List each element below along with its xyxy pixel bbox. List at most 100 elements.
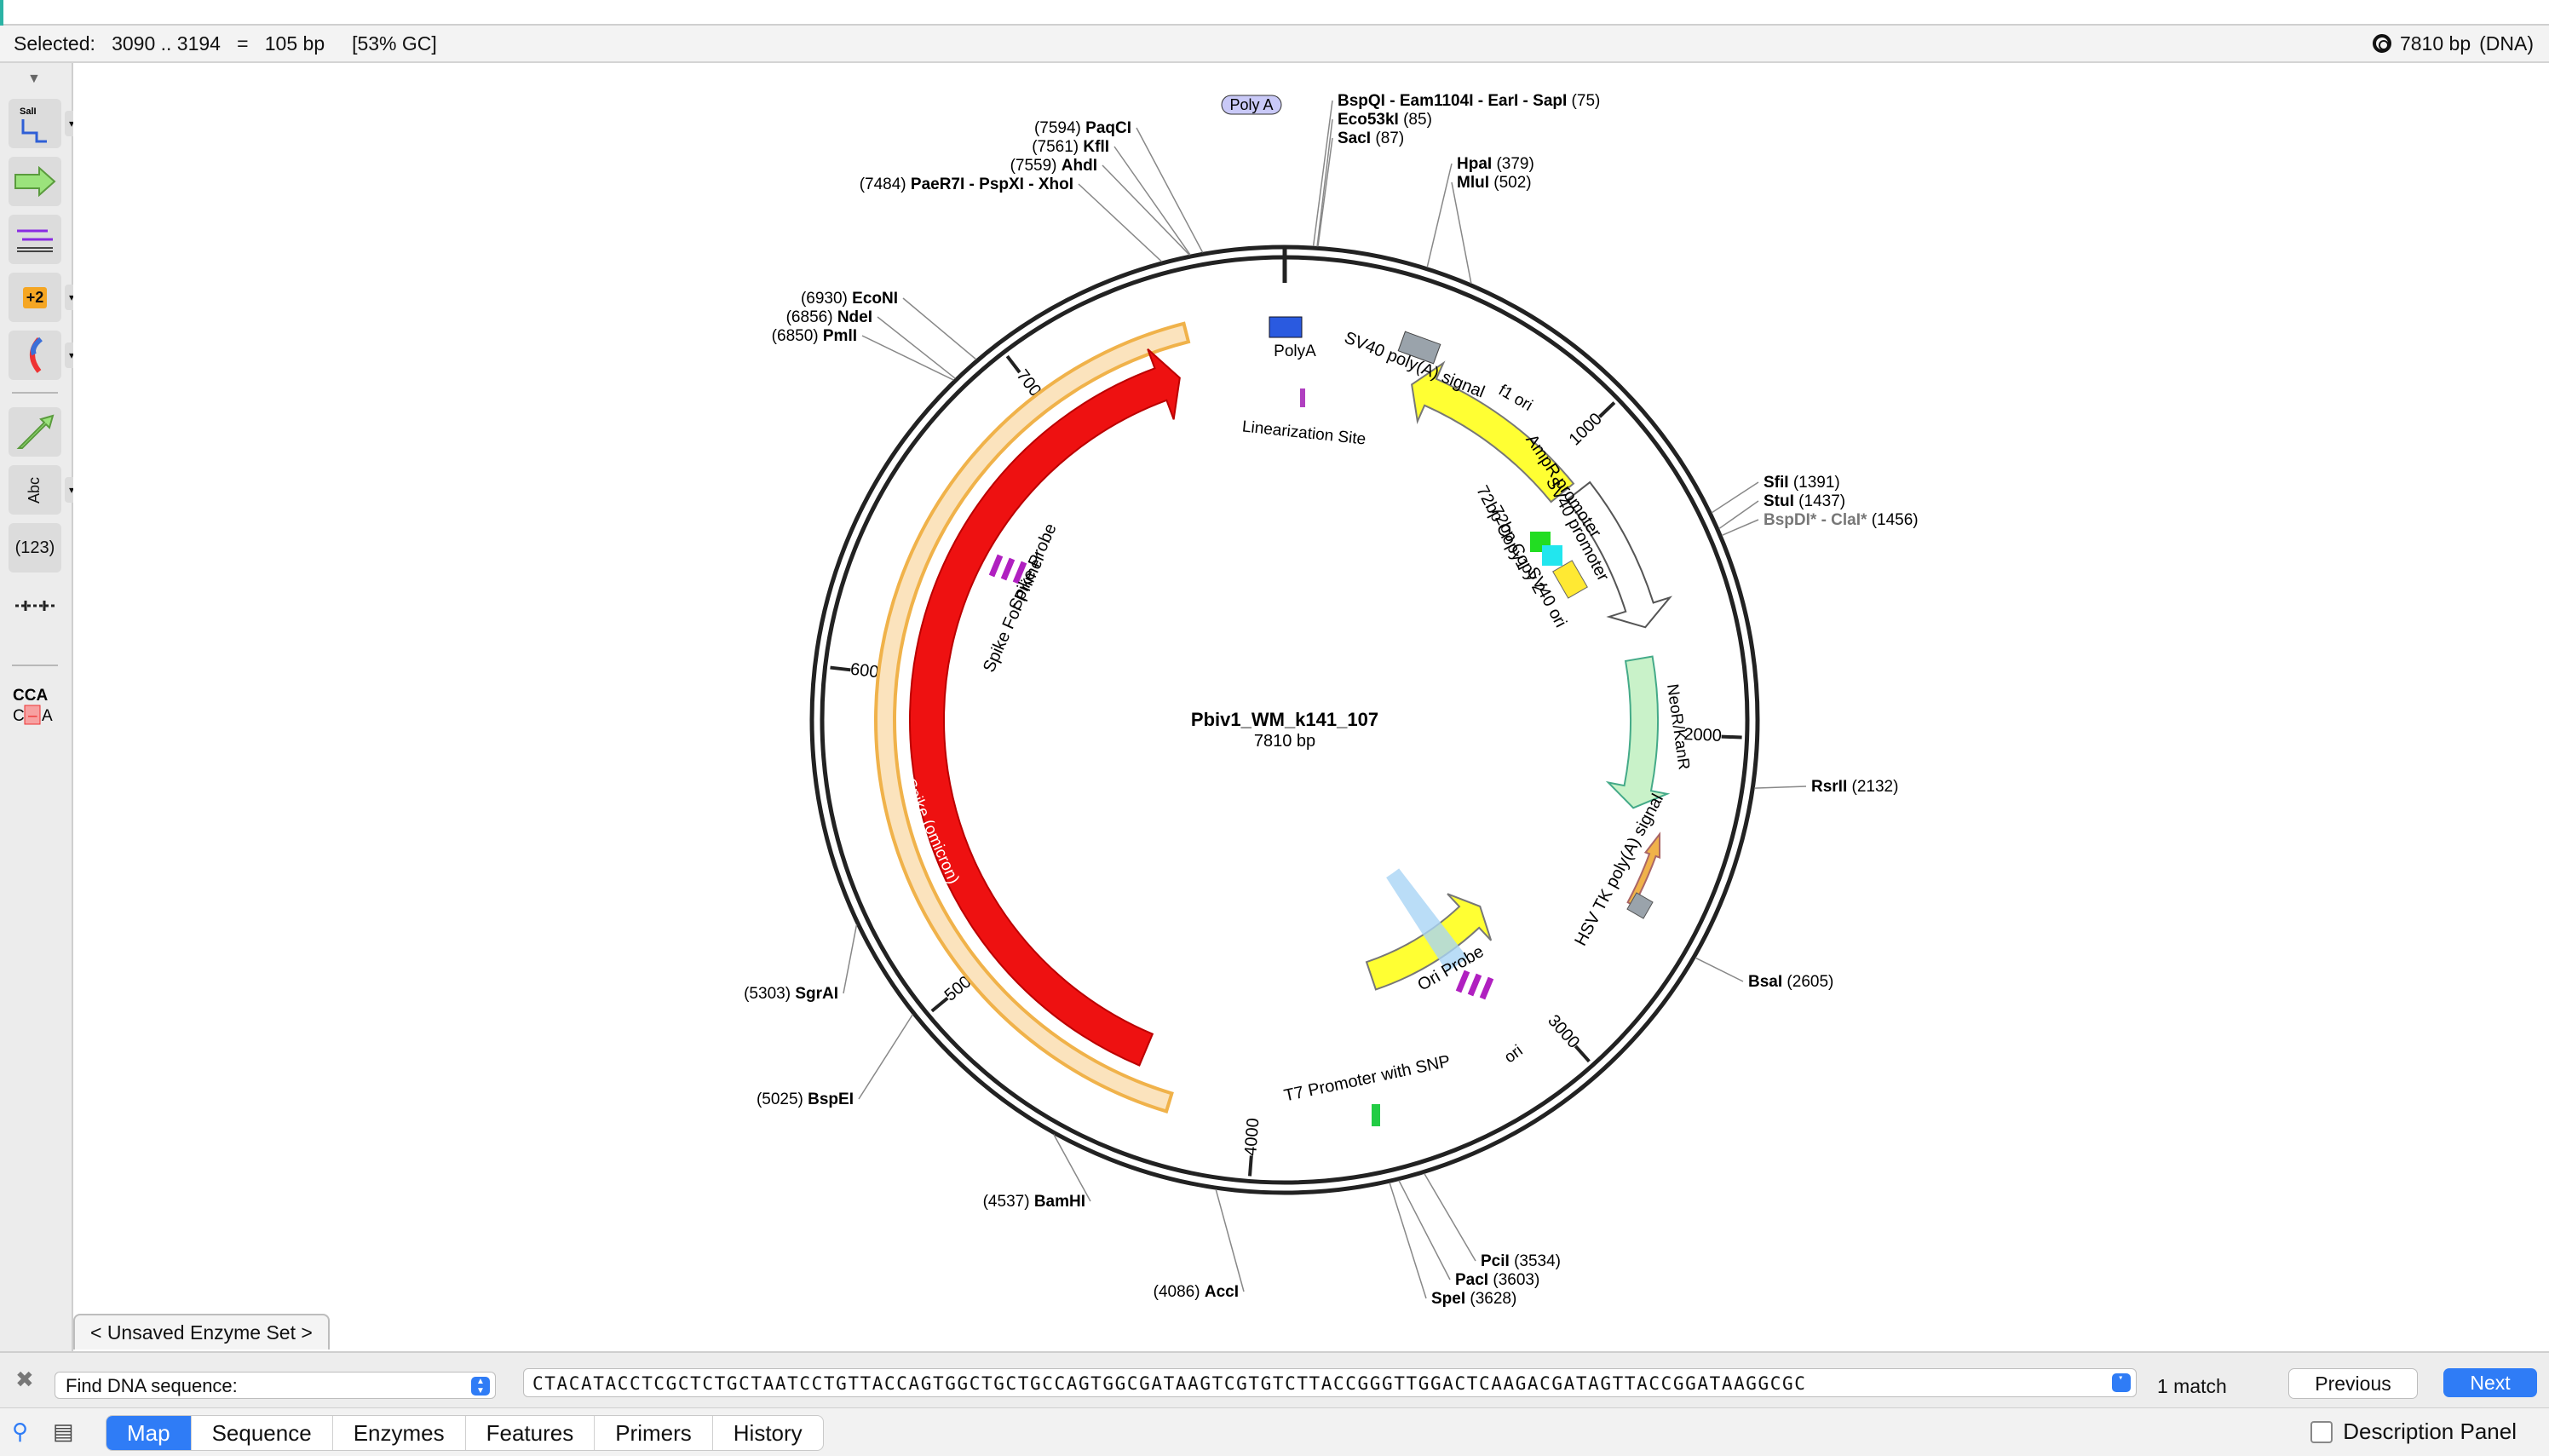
site-position: (7559) (1010, 157, 1062, 175)
site-name[interactable]: BsaI (1748, 973, 1782, 991)
site-leader-line (1215, 1188, 1245, 1292)
site-leader-line (843, 924, 858, 994)
site-name[interactable]: PaeR7I - PspXI - XhoI (911, 176, 1073, 193)
site-position: (3534) (1510, 1252, 1561, 1270)
site-name[interactable]: AccI (1205, 1283, 1239, 1301)
site-name[interactable]: PaqCI (1085, 119, 1131, 137)
tab-features[interactable]: Features (466, 1416, 596, 1450)
site-name[interactable]: BamHI (1034, 1193, 1085, 1211)
restriction-site-label: PacI (3603) (1455, 1271, 1539, 1289)
numbering-tool[interactable]: (123) (9, 523, 61, 573)
site-name[interactable]: BspEI (808, 1091, 854, 1108)
site-name[interactable]: BspQI - Eam1104I - EarI - SapI (1338, 92, 1567, 110)
site-name[interactable]: Eco53kI (1338, 111, 1399, 129)
search-icon[interactable]: ⚲ (12, 1419, 29, 1444)
ruler-icon (15, 601, 55, 611)
text-tool[interactable]: Abc ▾ (9, 465, 78, 515)
site-name[interactable]: PacI (1455, 1271, 1488, 1289)
site-name[interactable]: AhdI (1062, 157, 1097, 175)
site-name[interactable]: SgrAI (795, 985, 838, 1003)
site-name[interactable]: HpaI (1457, 155, 1492, 173)
hsv-polya-box (1626, 892, 1654, 919)
restriction-site-label: (7484) PaeR7I - PspXI - XhoI (860, 176, 1073, 193)
spike-outer-band (874, 321, 1191, 1114)
restriction-site-label: Eco53kI (85) (1338, 111, 1432, 129)
plasmid-name: Pbiv1_WM_k141_107 (1191, 709, 1378, 730)
ruler-tool[interactable] (9, 581, 61, 630)
tab-enzymes[interactable]: Enzymes (333, 1416, 466, 1450)
selected-range: 3090 .. 3194 (112, 32, 221, 55)
restriction-site-label: BsaI (2605) (1748, 973, 1833, 991)
site-position: (6930) (801, 290, 852, 308)
site-leader-line (1316, 118, 1333, 247)
view-tab-bar: ⚲ ▤ Map Sequence Enzymes Features Primer… (0, 1407, 2549, 1456)
site-leader-line (1078, 183, 1163, 262)
site-leader-line (1398, 1180, 1451, 1280)
find-mode-select[interactable]: Find DNA sequence: ▲▼ (55, 1372, 496, 1399)
site-name[interactable]: BspDI* - ClaI* (1764, 511, 1867, 529)
copy2-box (1542, 545, 1562, 566)
collapse-toolbar-icon[interactable]: ▼ (27, 72, 41, 86)
primer-tool[interactable] (9, 215, 61, 264)
tab-sequence[interactable]: Sequence (192, 1416, 333, 1450)
translation-tool[interactable]: +2 ▾ (9, 273, 78, 322)
enzyme-set-button[interactable]: < Unsaved Enzyme Set > (73, 1314, 330, 1350)
match-count: 1 match (2157, 1375, 2227, 1397)
site-position: (5025) (757, 1091, 808, 1108)
description-panel-checkbox[interactable] (2310, 1420, 2333, 1443)
site-name[interactable]: PciI (1481, 1252, 1510, 1270)
site-leader-line (877, 316, 956, 379)
site-leader-line (1426, 163, 1453, 268)
site-position: (5303) (744, 985, 795, 1003)
site-name[interactable]: NdeI (837, 308, 872, 326)
site-name[interactable]: MluI (1457, 174, 1489, 192)
restriction-site-label: (6850) PmlI (772, 327, 857, 345)
tab-map[interactable]: Map (106, 1416, 192, 1450)
site-leader-line (1695, 957, 1744, 982)
site-leader-line (902, 297, 977, 360)
site-leader-line (1053, 1134, 1091, 1202)
tab-history[interactable]: History (733, 1420, 803, 1446)
description-panel-toggle[interactable]: Description Panel (2310, 1419, 2517, 1445)
polya-box (1269, 316, 1303, 338)
site-name[interactable]: EcoNI (852, 290, 898, 308)
site-name[interactable]: PmlI (823, 327, 857, 345)
find-bar: ✖ Find DNA sequence: ▲▼ CTACATACCTCGCTCT… (0, 1351, 2549, 1409)
sv40-polya-box (1397, 331, 1441, 365)
svg-text:CCA: CCA (13, 687, 48, 705)
close-find-icon[interactable]: ✖ (15, 1367, 34, 1392)
site-name[interactable]: SacI (1338, 129, 1371, 147)
site-name[interactable]: RsrII (1811, 778, 1847, 796)
tick-mark (1721, 734, 1742, 740)
description-panel-label: Description Panel (2343, 1419, 2517, 1444)
site-name[interactable]: SpeI (1431, 1290, 1465, 1308)
restriction-site-label: (7559) AhdI (1010, 157, 1097, 175)
draw-tool[interactable] (9, 407, 61, 457)
ampr-promoter-feature (1565, 481, 1673, 629)
orf-tool[interactable]: ▾ (9, 331, 78, 380)
panel-toggle-icon[interactable]: ▤ (53, 1419, 74, 1444)
site-name[interactable]: SfiI (1764, 474, 1789, 492)
previous-button[interactable]: Previous (2288, 1368, 2418, 1399)
feature-tool[interactable] (9, 157, 61, 206)
selection-info: Selected: 3090 .. 3194 = 105 bp [53% GC] (14, 26, 437, 61)
next-button[interactable]: Next (2443, 1368, 2537, 1397)
site-name[interactable]: StuI (1764, 492, 1794, 510)
site-position: (6850) (772, 327, 823, 345)
site-position: (1391) (1789, 474, 1840, 492)
sequence-length: 7810 bp (2399, 32, 2471, 55)
sequence-summary: 7810 bp (DNA) (2372, 26, 2534, 61)
sequence-dropdown-icon[interactable]: ▾ (2112, 1373, 2131, 1392)
linearization-mark (1300, 388, 1305, 407)
site-name[interactable]: KflI (1083, 138, 1109, 156)
site-leader-line (858, 1014, 913, 1100)
tab-primers[interactable]: Primers (595, 1416, 713, 1450)
sequence-search-input[interactable]: CTACATACCTCGCTCTGCTAATCCTGTTACCAGTGGCTGC… (523, 1368, 2137, 1397)
ori-label: ori (1501, 1042, 1526, 1067)
site-position: (7594) (1034, 119, 1085, 137)
enzyme-tool[interactable]: SalI ▾ (9, 99, 78, 148)
